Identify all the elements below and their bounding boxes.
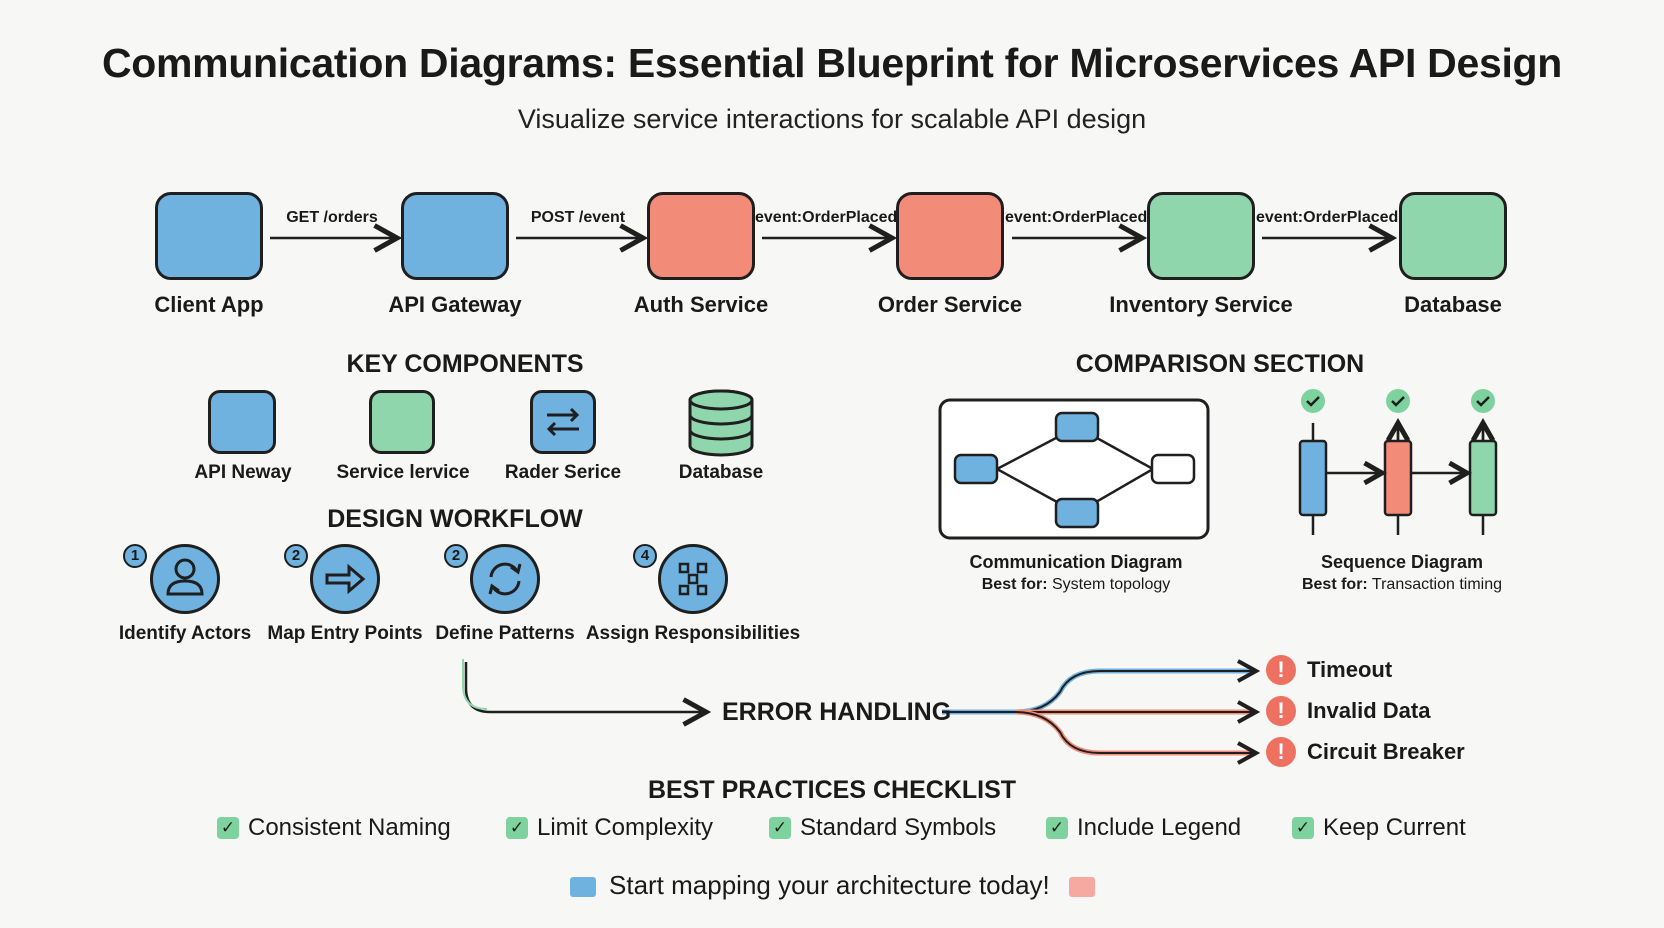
component-label-rader: Rader Serice bbox=[504, 462, 622, 483]
step-badge-2: 2 bbox=[284, 544, 308, 568]
blue-square-icon bbox=[208, 390, 276, 454]
user-icon bbox=[150, 544, 220, 614]
edge-label-order-placed-1: event:OrderPlaced bbox=[755, 209, 898, 226]
flow-label-auth-service: Auth Service bbox=[633, 292, 769, 317]
checkbox-icon: ✓ bbox=[1046, 817, 1068, 839]
flow-node-api-gateway bbox=[401, 192, 509, 280]
communication-diagram-title: Communication Diagram bbox=[969, 552, 1183, 572]
step-badge-3: 2 bbox=[444, 544, 468, 568]
flow-node-inventory-service bbox=[1147, 192, 1255, 280]
checklist-item-limit-complexity: Limit Complexity bbox=[537, 814, 714, 841]
sequence-diagram-title: Sequence Diagram bbox=[1320, 552, 1484, 572]
flow-label-database: Database bbox=[1404, 292, 1502, 317]
page-subtitle: Visualize service interactions for scala… bbox=[517, 104, 1147, 134]
sequence-diagram-thumbnail bbox=[1298, 389, 1498, 535]
sequence-diagram-best-for: Best for: Transaction timing bbox=[1301, 576, 1503, 593]
page-title: Communication Diagrams: Essential Bluepr… bbox=[101, 40, 1563, 86]
step-badge-4: 4 bbox=[633, 544, 657, 568]
error-handling-connectors bbox=[462, 659, 1664, 770]
flow-node-database bbox=[1399, 192, 1507, 280]
step-label-map-entry-points: Map Entry Points bbox=[267, 623, 423, 644]
flow-node-client-app bbox=[155, 192, 263, 280]
edge-label-post-event: POST /event bbox=[530, 209, 626, 226]
arrow-right-icon bbox=[310, 544, 380, 614]
warning-icon: ! bbox=[1266, 696, 1296, 726]
error-handling-label: ERROR HANDLING bbox=[722, 698, 952, 726]
flow-label-order-service: Order Service bbox=[877, 292, 1023, 317]
checkbox-icon: ✓ bbox=[1292, 817, 1314, 839]
flow-label-api-gateway: API Gateway bbox=[388, 292, 522, 317]
step-label-identify-actors: Identify Actors bbox=[118, 623, 252, 644]
call-to-action: Start mapping your architecture today! bbox=[609, 870, 1050, 900]
checklist-item-consistent-naming: Consistent Naming bbox=[248, 814, 451, 841]
checklist-item-include-legend: Include Legend bbox=[1077, 814, 1242, 841]
key-components-heading: KEY COMPONENTS bbox=[346, 350, 584, 378]
error-case-circuit-breaker: Circuit Breaker bbox=[1307, 739, 1465, 764]
step-label-define-patterns: Define Patterns bbox=[435, 623, 575, 644]
swap-arrows-icon bbox=[530, 390, 596, 454]
flow-label-client-app: Client App bbox=[154, 292, 264, 317]
checklist-heading: BEST PRACTICES CHECKLIST bbox=[647, 776, 1017, 804]
design-workflow-heading: DESIGN WORKFLOW bbox=[327, 505, 583, 533]
error-case-timeout: Timeout bbox=[1307, 657, 1393, 682]
flow-connectors bbox=[270, 0, 1664, 320]
checklist-item-standard-symbols: Standard Symbols bbox=[800, 814, 997, 841]
flow-node-auth-service bbox=[647, 192, 755, 280]
communication-diagram-thumbnail bbox=[938, 398, 1210, 540]
red-swatch-icon bbox=[1069, 877, 1095, 897]
database-icon bbox=[688, 389, 754, 457]
warning-icon: ! bbox=[1266, 737, 1296, 767]
communication-diagram-best-for: Best for: System topology bbox=[981, 576, 1171, 593]
warning-icon: ! bbox=[1266, 655, 1296, 685]
refresh-icon bbox=[470, 544, 540, 614]
checkbox-icon: ✓ bbox=[217, 817, 239, 839]
component-label-api: API Neway bbox=[194, 462, 292, 483]
flow-label-inventory-service: Inventory Service bbox=[1109, 292, 1293, 317]
comparison-heading: COMPARISON SECTION bbox=[1075, 350, 1365, 378]
step-badge-1: 1 bbox=[123, 544, 147, 568]
edge-label-order-placed-3: event:OrderPlaced bbox=[1256, 209, 1399, 226]
component-label-database: Database bbox=[678, 462, 764, 483]
green-square-icon bbox=[369, 390, 435, 454]
edge-label-order-placed-2: event:OrderPlaced bbox=[1005, 209, 1148, 226]
error-case-invalid-data: Invalid Data bbox=[1307, 698, 1431, 723]
edge-label-get-orders: GET /orders bbox=[286, 209, 378, 226]
checklist-item-keep-current: Keep Current bbox=[1323, 814, 1466, 841]
blue-swatch-icon bbox=[570, 877, 596, 897]
flow-node-order-service bbox=[896, 192, 1004, 280]
component-label-service: Service lervice bbox=[336, 462, 470, 483]
checkbox-icon: ✓ bbox=[506, 817, 528, 839]
checkbox-icon: ✓ bbox=[769, 817, 791, 839]
step-label-assign-responsibilities: Assign Responsibilities bbox=[585, 623, 801, 644]
nodes-icon bbox=[658, 544, 728, 614]
